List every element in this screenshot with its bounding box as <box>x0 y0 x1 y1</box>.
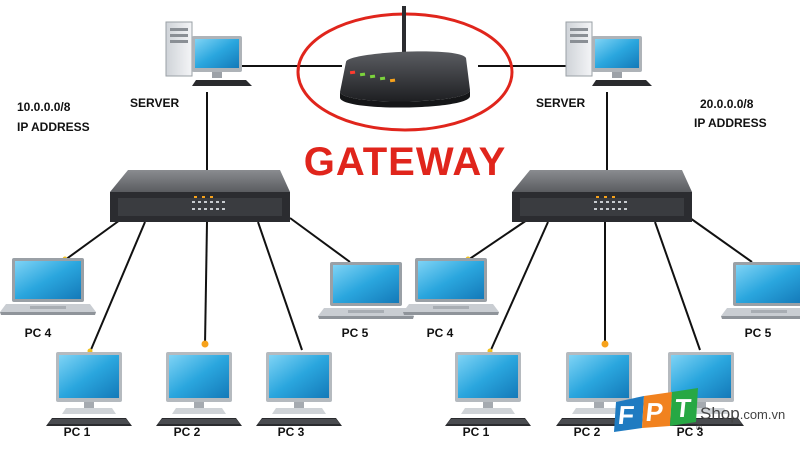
left-pc-5-laptop-icon <box>318 262 414 319</box>
cables-right-switch <box>467 217 753 353</box>
right-pc-1-label: PC 1 <box>462 425 490 439</box>
right-network-address-label: IP ADDRESS <box>694 116 767 130</box>
switch-left-icon <box>110 170 290 222</box>
left-pc-1-label: PC 1 <box>63 425 91 439</box>
right-server-label: SERVER <box>536 96 586 110</box>
left-pc-5-label: PC 5 <box>341 326 369 340</box>
right-pc-1-desktop-icon <box>445 352 531 426</box>
right-pc-5-laptop-icon <box>721 262 800 319</box>
right-pc-5-label: PC 5 <box>744 326 772 340</box>
left-network-address-label: IP ADDRESS <box>17 120 90 134</box>
left-pc-4-laptop-icon <box>0 258 96 315</box>
brand-word: Shop <box>700 404 740 423</box>
brand-domain: Shop.com.vn <box>700 404 785 424</box>
left-pc-4-label: PC 4 <box>24 326 52 340</box>
left-server-label: SERVER <box>130 96 180 110</box>
svg-text:F: F <box>617 400 636 430</box>
brand-suffix: .com.vn <box>739 407 786 422</box>
fpt-shop-logo: F P T ® <box>614 388 702 432</box>
gateway-label: GATEWAY <box>303 140 507 184</box>
left-pc-3-label: PC 3 <box>277 425 305 439</box>
right-network-address: 20.0.0.0/8 <box>700 97 754 111</box>
svg-text:®: ® <box>696 423 702 432</box>
left-pc-2-desktop-icon <box>156 352 242 426</box>
left-pc-1-desktop-icon <box>46 352 132 426</box>
switch-right-icon <box>512 170 692 222</box>
server-right-icon <box>565 21 653 87</box>
right-pc-4-label: PC 4 <box>426 326 454 340</box>
left-pc-2-label: PC 2 <box>173 425 201 439</box>
server-left-icon <box>165 21 253 87</box>
gateway-router <box>296 6 514 132</box>
network-cables <box>64 65 753 353</box>
right-pc-3-label: PC 3 <box>676 425 704 439</box>
left-pc-3-desktop-icon <box>256 352 342 426</box>
left-network-address: 10.0.0.0/8 <box>17 100 71 114</box>
svg-text:T: T <box>673 393 692 423</box>
svg-text:P: P <box>644 397 664 427</box>
right-pc-2-label: PC 2 <box>573 425 601 439</box>
right-pc-4-laptop-icon <box>403 258 499 315</box>
cables-left-switch <box>64 217 351 353</box>
router-status-lights <box>349 70 396 83</box>
